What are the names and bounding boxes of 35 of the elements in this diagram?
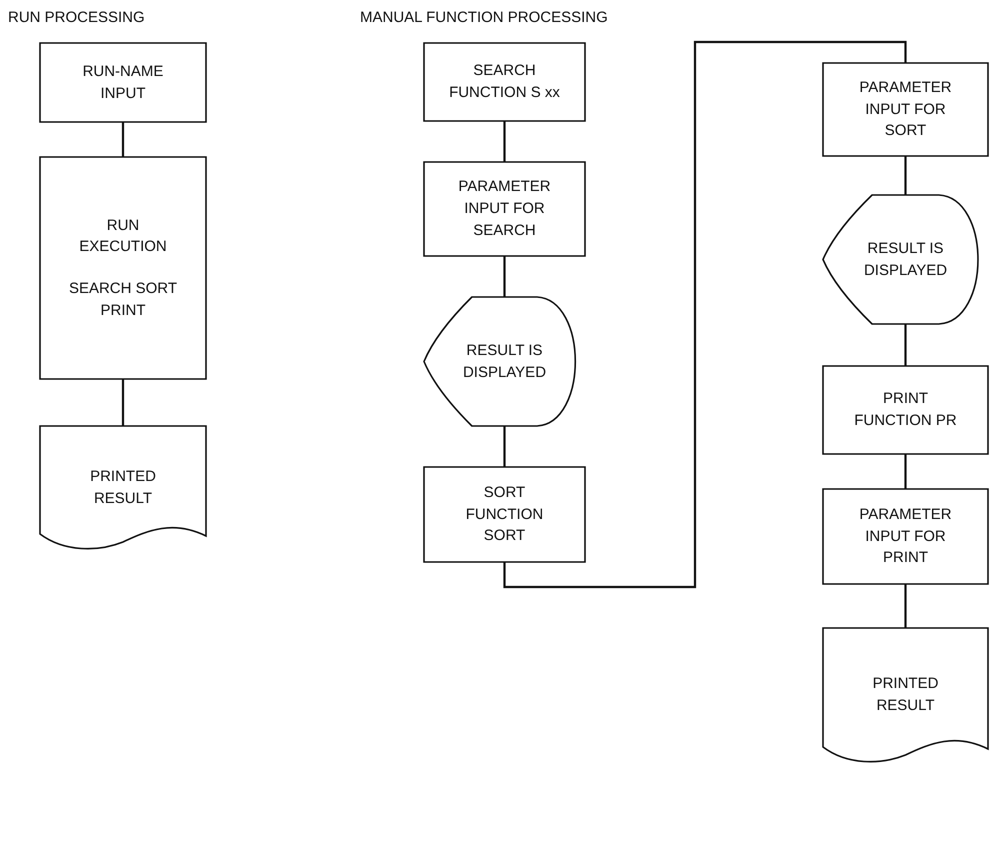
node-text: SEARCH SORT PRINT <box>68 279 178 321</box>
node-text: PARAMETER INPUT FOR PRINT <box>858 504 953 568</box>
process-box <box>423 42 586 122</box>
connector-line <box>122 379 124 426</box>
node-text: PARAMETER INPUT FOR SEARCH <box>457 177 552 241</box>
section-heading: RUN PROCESSING <box>8 9 145 26</box>
process-box <box>822 488 989 585</box>
connector-line <box>122 122 124 157</box>
node-text: PRINT FUNCTION PR <box>853 389 958 431</box>
connector-line <box>904 454 907 489</box>
connector-line <box>503 121 506 162</box>
connector-line <box>904 324 907 366</box>
process-box <box>822 365 989 455</box>
process-box <box>39 156 207 380</box>
node-text: RUN EXECUTION <box>78 216 168 258</box>
document-shape <box>822 627 989 763</box>
node-text: SORT FUNCTION SORT <box>464 482 544 546</box>
connector-line <box>904 156 907 195</box>
connector-line <box>503 426 506 467</box>
node-text: PARAMETER INPUT FOR SORT <box>858 78 953 142</box>
section-heading: MANUAL FUNCTION PROCESSING <box>360 9 608 26</box>
process-box <box>423 466 586 563</box>
connector-line <box>904 584 907 628</box>
node-text: SEARCH FUNCTION S xx <box>448 61 561 103</box>
connector-line <box>503 256 506 297</box>
node-text: RUN-NAME INPUT <box>82 62 164 104</box>
process-box <box>39 42 207 123</box>
process-box <box>822 62 989 157</box>
node-text: PRINTED RESULT <box>872 674 940 716</box>
node-text: PRINTED RESULT <box>89 466 157 508</box>
connector-line <box>503 40 907 588</box>
node-text: RESULT IS DISPLAYED <box>462 340 548 382</box>
document-shape <box>39 425 207 550</box>
node-text: RESULT IS DISPLAYED <box>862 238 948 280</box>
process-box <box>423 161 586 257</box>
